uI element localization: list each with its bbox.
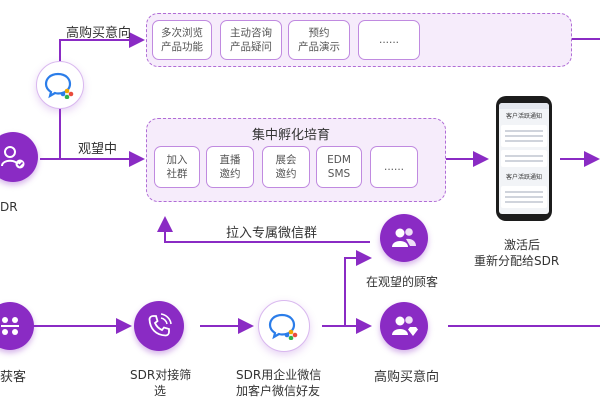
line-to-top-panel <box>59 32 145 65</box>
mid-box-2-line2: 邀约 <box>219 168 241 180</box>
label-activated-1: 激活后 <box>504 238 541 252</box>
high-intent-node <box>380 302 428 350</box>
mid-box-3-line2: 邀约 <box>275 168 297 180</box>
label-wechat-add-1: SDR用企业微信 <box>236 368 322 382</box>
mid-box-2-line1: 直播 <box>219 154 241 166</box>
phone-screen: 客户活跃通知 客户活跃通知 <box>499 103 549 214</box>
team-network-icon <box>1 317 19 335</box>
top-box-1: 多次浏览产品功能 <box>152 20 212 60</box>
group-icon <box>392 228 416 247</box>
top-box-1-line2: 产品功能 <box>161 41 203 53</box>
sdr-person-icon <box>1 146 25 169</box>
mid-box-3: 展会邀约 <box>262 146 310 188</box>
top-box-4-label: ...... <box>378 34 400 46</box>
mid-box-5: ...... <box>370 146 418 188</box>
label-watching-customers: 在观望的顾客 <box>366 275 439 289</box>
label-pull-group: 拉入专属微信群 <box>226 226 318 241</box>
label-high-intent-bottom: 高购买意向 <box>374 370 440 385</box>
phone-call-icon <box>148 313 172 337</box>
mid-box-1: 加入社群 <box>154 146 200 188</box>
line-pull-group <box>157 216 370 243</box>
label-sdr-left: DR <box>0 200 18 214</box>
watching-customers-node <box>380 214 428 262</box>
top-box-1-line1: 多次浏览 <box>161 27 203 39</box>
phone-notice-1: 客户活跃通知 <box>505 113 542 120</box>
label-sdr-screen-2: 选 <box>154 384 167 398</box>
mid-box-3-line1: 展会 <box>275 154 297 166</box>
top-box-2: 主动咨询产品疑问 <box>220 20 282 60</box>
top-box-2-line2: 产品疑问 <box>230 41 272 53</box>
group-diamond-icon <box>392 316 418 336</box>
label-acquire: 获客 <box>0 370 27 385</box>
mid-box-1-line1: 加入 <box>166 154 188 166</box>
incubation-title: 集中孵化培育 <box>252 128 331 143</box>
mid-box-4-line1: EDM <box>327 154 351 166</box>
mid-box-5-label: ...... <box>383 161 405 173</box>
label-sdr-screen-1: SDR对接筛 <box>130 368 192 382</box>
top-box-4: ...... <box>358 20 420 60</box>
wechat-work-icon <box>44 72 74 99</box>
mid-box-2: 直播邀约 <box>206 146 254 188</box>
mid-box-1-line2: 社群 <box>166 168 188 180</box>
line-branch-up <box>344 250 372 326</box>
phone-notice-2: 客户活跃通知 <box>505 174 542 181</box>
wechat-top-node <box>36 61 84 109</box>
label-watching: 观望中 <box>78 142 118 157</box>
top-box-3-line2: 产品演示 <box>298 41 340 53</box>
label-activated-2: 重新分配给SDR <box>474 254 560 268</box>
label-wechat-add-2: 加客户微信好友 <box>236 384 321 398</box>
label-high-intent-top: 高购买意向 <box>66 26 132 41</box>
top-box-3-line1: 预约 <box>308 27 330 39</box>
mid-box-4: EDM SMS <box>316 146 362 188</box>
wechat-work-icon <box>268 313 298 340</box>
phone-mockup: 客户活跃通知 客户活跃通知 <box>496 96 552 221</box>
wechat-add-node <box>258 300 310 352</box>
top-box-2-line1: 主动咨询 <box>230 27 272 39</box>
top-box-3: 预约产品演示 <box>288 20 350 60</box>
sdr-screen-node <box>134 301 184 351</box>
mid-box-4-line2: SMS <box>327 168 351 180</box>
